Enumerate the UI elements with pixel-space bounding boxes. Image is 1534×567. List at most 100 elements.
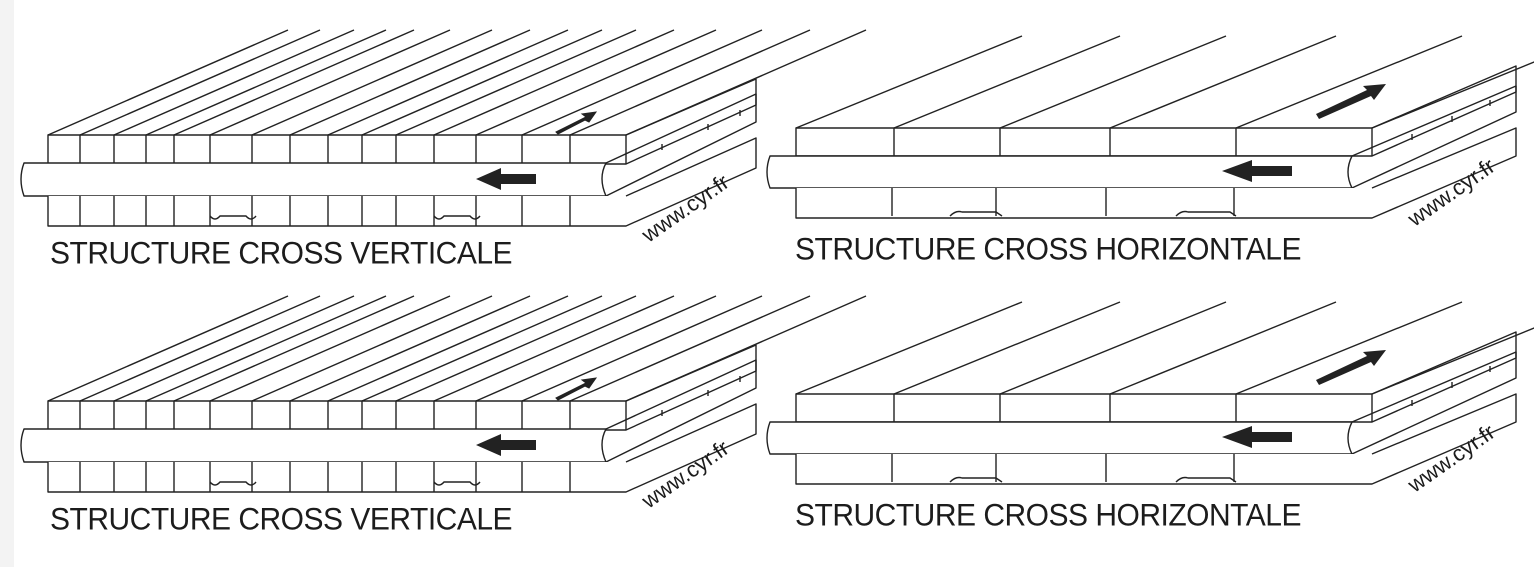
core-board-side [1351, 85, 1517, 189]
top-layer-planks [795, 301, 1534, 423]
strip-top-edge [569, 295, 811, 402]
bottom-layer-strips [47, 137, 757, 227]
bottom-layer-strips [47, 403, 757, 493]
top-layer-side-face [1371, 331, 1517, 423]
groove-detail [1175, 210, 1237, 217]
grain-direction-arrow-up [555, 377, 598, 401]
left-edge-strip [0, 0, 14, 567]
grain-direction-arrow-up [1316, 84, 1386, 119]
grain-direction-arrow-left [1222, 160, 1292, 182]
plank-top-edge [795, 301, 1023, 395]
top-layer-front-face [795, 393, 1373, 423]
arrow-shape [555, 111, 598, 135]
panel-drawing [20, 295, 867, 493]
strip-top-edge [209, 29, 451, 136]
top-layer-side-face [1371, 65, 1517, 157]
arrow-shape [1316, 350, 1386, 385]
groove-detail [209, 481, 257, 486]
bottom-layer-planks [795, 393, 1517, 485]
arrow-shape [1222, 160, 1292, 182]
top-layer-front-face [47, 400, 627, 431]
strip-top-edge [251, 295, 493, 402]
grain-direction-arrow-up [555, 111, 598, 135]
strip-top-edge [113, 295, 355, 402]
groove-detail [433, 215, 481, 220]
core-board-side [605, 359, 757, 463]
strip-top-edge [433, 29, 675, 136]
plank-top-edge [1371, 327, 1534, 395]
strip-top-edge [47, 295, 289, 402]
strip-top-edge [569, 29, 811, 136]
panel-drawing [20, 29, 867, 227]
strip-top-edge [47, 29, 289, 136]
strip-top-edge [395, 29, 637, 136]
arrow-shape [555, 377, 598, 401]
panel-drawing [766, 35, 1534, 219]
grain-direction-arrow-left [476, 168, 536, 190]
panel-drawing [766, 301, 1534, 485]
strip-top-edge [145, 295, 387, 402]
strip-top-edge [475, 295, 717, 402]
top-layer-front-face [47, 134, 627, 165]
bottom-layer-outline [795, 127, 1517, 219]
bottom-layer-planks [795, 127, 1517, 219]
core-board-side [605, 93, 757, 197]
top-layer-side-face [625, 78, 757, 165]
strip-top-edge [209, 295, 451, 402]
grain-direction-arrow-up [1316, 350, 1386, 385]
strip-top-edge [251, 29, 493, 136]
strip-top-edge [327, 29, 569, 136]
plank-top-edge [999, 35, 1227, 129]
plank-top-edge [1235, 35, 1463, 129]
bottom-layer-outline [47, 403, 757, 493]
top-layer-strips [47, 29, 867, 165]
strip-top-edge [361, 29, 603, 136]
groove-detail [949, 210, 1003, 217]
arrow-shape [476, 168, 536, 190]
top-layer-front-face [795, 127, 1373, 157]
arrow-shape [1316, 84, 1386, 119]
grain-direction-arrow-left [476, 434, 536, 456]
groove-detail [433, 481, 481, 486]
plank-top-edge [893, 35, 1121, 129]
strip-top-edge [79, 295, 321, 402]
panel-cross-vertical-top [16, 28, 867, 238]
strip-top-edge [79, 29, 321, 136]
strip-top-edge [113, 29, 355, 136]
strip-top-edge [173, 295, 415, 402]
top-layer-strips [47, 295, 867, 431]
panel-cross-horizontal-top [764, 32, 1534, 232]
panel-caption: STRUCTURE CROSS VERTICALE [50, 236, 513, 271]
bottom-layer-outline [795, 393, 1517, 485]
top-layer-planks [795, 35, 1534, 157]
panel-cross-horizontal-bottom [764, 298, 1534, 498]
grain-direction-arrow-left [1222, 426, 1292, 448]
core-board-side [1351, 351, 1517, 455]
arrow-shape [1222, 426, 1292, 448]
plank-top-edge [795, 35, 1023, 129]
plank-top-edge [1235, 301, 1463, 395]
strip-top-edge [521, 295, 763, 402]
strip-top-edge [475, 29, 717, 136]
groove-detail [949, 476, 1003, 483]
arrow-shape [476, 434, 536, 456]
plank-top-edge [1109, 35, 1337, 129]
strip-top-edge [289, 29, 531, 136]
strip-top-edge [395, 295, 637, 402]
panel-caption: STRUCTURE CROSS VERTICALE [50, 502, 513, 537]
strip-top-edge [145, 29, 387, 136]
strip-top-edge [327, 295, 569, 402]
top-layer-side-face [625, 344, 757, 431]
bottom-layer-outline [47, 137, 757, 227]
plank-top-edge [999, 301, 1227, 395]
plank-top-edge [893, 301, 1121, 395]
groove-detail [209, 215, 257, 220]
strip-top-edge [433, 295, 675, 402]
plank-top-edge [1109, 301, 1337, 395]
strip-top-edge [173, 29, 415, 136]
panel-caption: STRUCTURE CROSS HORIZONTALE [795, 232, 1301, 267]
panel-cross-vertical-bottom [16, 294, 867, 504]
groove-detail [1175, 476, 1237, 483]
strip-top-edge [289, 295, 531, 402]
strip-top-edge [361, 295, 603, 402]
